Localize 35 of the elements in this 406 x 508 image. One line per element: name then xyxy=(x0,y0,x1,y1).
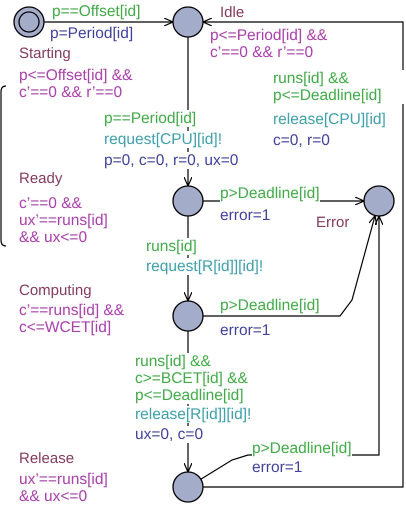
update-label: c=0, r=0 xyxy=(273,132,330,149)
guard-label: p>Deadline[id] xyxy=(220,297,320,314)
sync-label: release[CPU][id] xyxy=(273,111,386,128)
location-circle xyxy=(172,471,204,503)
location-name: Starting xyxy=(19,45,71,62)
location-circle xyxy=(172,6,204,38)
location-name: Idle xyxy=(220,4,244,21)
location-name: Ready xyxy=(19,170,62,187)
guard-label: runs[id] xyxy=(146,238,197,255)
location-name: Release xyxy=(19,450,74,467)
location-name: Computing xyxy=(19,282,92,299)
location-circle xyxy=(172,300,204,332)
invariant-label: ux’==runs[id] && ux<=0 xyxy=(19,471,109,505)
guard-label: p>Deadline[id] xyxy=(220,185,320,202)
invariant-label: p<=Period[id] && c’==0 && r’==0 xyxy=(210,27,328,61)
invariant-label: c’==0 && ux’==runs[id] && ux<=0 xyxy=(19,195,109,246)
sync-label: request[R[id]][id]! xyxy=(146,258,264,275)
location-name: Error xyxy=(316,214,350,231)
sync-label: request[CPU][id]! xyxy=(104,131,222,148)
invariant-label: p<=Offset[id] && c’==0 && r’==0 xyxy=(19,67,134,101)
sync-label: release[R[id]][id]! xyxy=(135,406,252,423)
transition-arrow xyxy=(203,214,378,317)
guard-label: p>Deadline[id] xyxy=(252,440,352,457)
update-label: p=0, c=0, r=0, ux=0 xyxy=(104,152,238,169)
guard-label: p==Offset[id] xyxy=(52,3,140,20)
update-label: p=Period[id] xyxy=(50,25,134,42)
location-circle xyxy=(172,185,204,217)
invariant-label: c’==runs[id] && c<=WCET[id] xyxy=(19,302,126,336)
transition-arrow xyxy=(44,17,174,27)
guard-label: p==Period[id] xyxy=(104,110,196,127)
location-circle xyxy=(363,185,395,217)
initial-location-circle xyxy=(13,6,45,38)
update-label: ux=0, c=0 xyxy=(135,426,204,443)
transition-arrow xyxy=(202,17,404,488)
guard-label: runs[id] && p<=Deadline[id] xyxy=(273,70,406,104)
